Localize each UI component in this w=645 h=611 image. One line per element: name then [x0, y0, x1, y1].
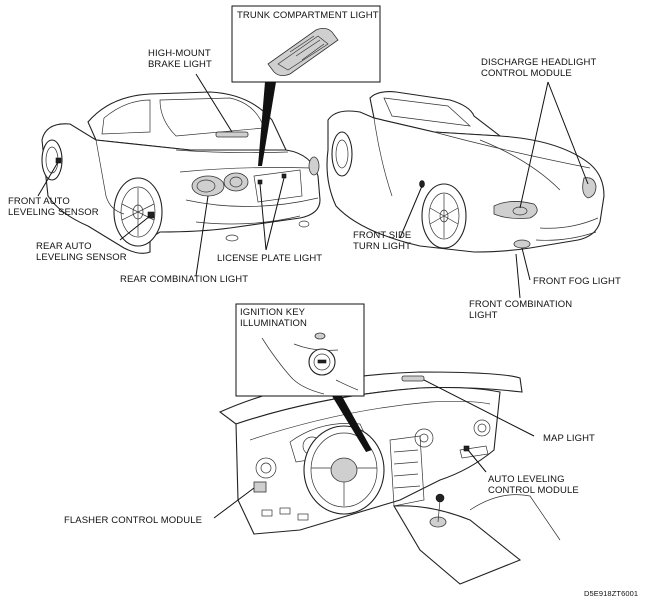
label-trunk-compartment-light: TRUNK COMPARTMENT LIGHT — [237, 10, 379, 21]
front-car-illustration — [326, 91, 605, 253]
rear-car-illustration — [41, 91, 321, 254]
label-front-combination-light: FRONT COMBINATION LIGHT — [469, 299, 573, 321]
label-front-fog-light: FRONT FOG LIGHT — [533, 276, 621, 287]
label-auto-leveling-control-module: AUTO LEVELING CONTROL MODULE — [488, 474, 579, 496]
label-ignition-key-illumination: IGNITION KEY ILLUMINATION — [240, 307, 308, 329]
label-flasher-control-module: FLASHER CONTROL MODULE — [64, 515, 203, 526]
label-rear-auto-leveling-sensor: REAR AUTO LEVELING SENSOR — [36, 241, 127, 263]
trunk-light-inset — [231, 5, 381, 166]
label-license-plate-light: LICENSE PLATE LIGHT — [217, 253, 323, 264]
leader-lines — [37, 73, 589, 519]
label-front-auto-leveling-sensor: FRONT AUTO LEVELING SENSOR — [8, 196, 99, 218]
label-map-light: MAP LIGHT — [543, 433, 595, 444]
label-high-mount-brake-light: HIGH-MOUNT BRAKE LIGHT — [148, 48, 212, 70]
figure-code: D5E918ZT6001 — [584, 589, 639, 598]
ignition-key-inset — [235, 303, 372, 452]
label-front-side-turn-light: FRONT SIDE TURN LIGHT — [353, 230, 412, 252]
label-discharge-headlight-control-module: DISCHARGE HEADLIGHT CONTROL MODULE — [481, 57, 597, 79]
label-rear-combination-light: REAR COMBINATION LIGHT — [120, 274, 249, 285]
